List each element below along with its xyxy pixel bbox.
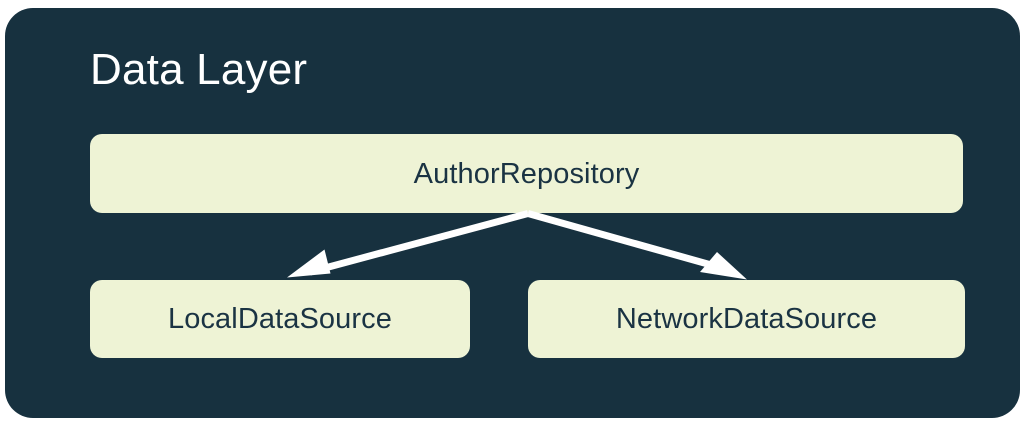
node-label-author-repository: AuthorRepository bbox=[413, 157, 640, 190]
node-author-repository[interactable]: AuthorRepository bbox=[90, 134, 963, 213]
node-local-data-source[interactable]: LocalDataSource bbox=[90, 280, 470, 358]
node-label-local-data-source: LocalDataSource bbox=[168, 303, 392, 335]
node-label-network-data-source: NetworkDataSource bbox=[615, 303, 878, 335]
page-title: Data Layer bbox=[90, 45, 308, 94]
node-network-data-source[interactable]: NetworkDataSource bbox=[528, 280, 965, 358]
